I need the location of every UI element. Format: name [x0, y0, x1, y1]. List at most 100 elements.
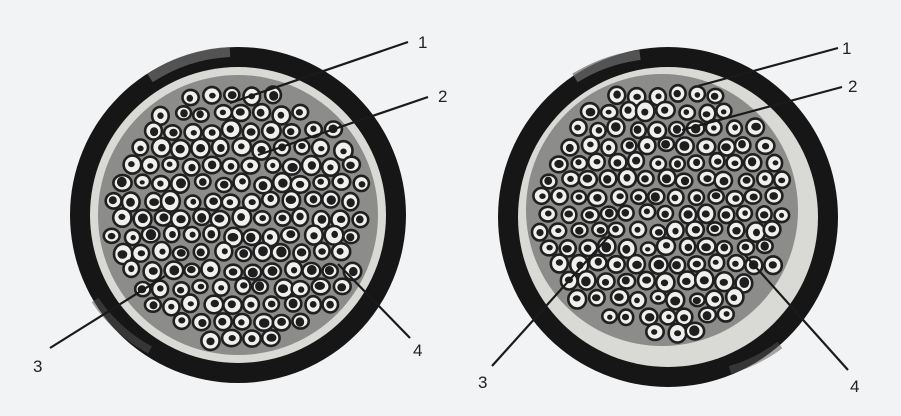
- cell-nucleus: [567, 176, 574, 182]
- label-3: 3: [478, 373, 487, 392]
- cell-nucleus: [356, 215, 364, 223]
- cell-nucleus: [190, 232, 196, 238]
- cell-nucleus: [613, 91, 621, 99]
- cell-nucleus: [228, 233, 239, 242]
- cell-nucleus: [188, 301, 194, 306]
- cell-nucleus: [168, 304, 174, 310]
- cell-nucleus: [318, 215, 327, 224]
- cell-nucleus: [720, 279, 728, 286]
- cell-nucleus: [269, 91, 278, 101]
- cell-nucleus: [131, 235, 136, 240]
- cell-nucleus: [661, 107, 668, 114]
- cell-nucleus: [248, 335, 255, 342]
- label-3: 3: [33, 357, 42, 376]
- cell-nucleus: [634, 194, 642, 200]
- cell-nucleus: [574, 125, 581, 131]
- cell-nucleus: [286, 195, 296, 204]
- cell-nucleus: [268, 301, 276, 308]
- cell-nucleus: [259, 181, 268, 190]
- cell-nucleus: [214, 215, 224, 223]
- cell-nucleus: [190, 199, 196, 205]
- cell-nucleus: [712, 192, 721, 199]
- cell-nucleus: [702, 210, 710, 217]
- cell-nucleus: [596, 127, 603, 134]
- cell-nucleus: [326, 301, 334, 309]
- cell-nucleus: [289, 299, 298, 309]
- cell-nucleus: [672, 228, 678, 235]
- cell-nucleus: [337, 178, 344, 184]
- cell-nucleus: [229, 335, 236, 341]
- cell-nucleus: [672, 261, 681, 269]
- cell-nucleus: [276, 247, 286, 258]
- cell-nucleus: [614, 293, 624, 301]
- cell-nucleus: [198, 319, 206, 327]
- cell-nucleus: [661, 280, 668, 287]
- cell-nucleus: [633, 94, 641, 100]
- cell-nucleus: [651, 192, 660, 202]
- cell-nucleus: [298, 286, 304, 292]
- cell-nucleus: [150, 301, 158, 309]
- cell-nucleus: [258, 246, 268, 256]
- cell-nucleus: [238, 143, 245, 149]
- cell-nucleus: [220, 110, 226, 116]
- cell-nucleus: [211, 300, 219, 308]
- cell-nucleus: [644, 209, 650, 215]
- cell-nucleus: [207, 230, 215, 238]
- cell-nucleus: [536, 229, 543, 236]
- cell-nucleus: [595, 258, 602, 266]
- cell-nucleus: [606, 110, 612, 115]
- cell-nucleus: [228, 91, 237, 99]
- cell-nucleus: [611, 122, 621, 131]
- cell-nucleus: [564, 211, 573, 218]
- cell-nucleus: [666, 314, 671, 319]
- cell-nucleus: [287, 163, 297, 172]
- cell-nucleus: [622, 245, 630, 254]
- cell-nucleus: [721, 143, 731, 151]
- cell-nucleus: [259, 215, 266, 221]
- cell-nucleus: [586, 108, 596, 117]
- cell-nucleus: [585, 211, 594, 219]
- cell-nucleus: [693, 159, 700, 166]
- cell-nucleus: [191, 130, 197, 136]
- cell-nucleus: [315, 282, 325, 290]
- cell-nucleus: [157, 181, 163, 187]
- cell-nucleus: [593, 194, 601, 202]
- cell-nucleus: [703, 311, 712, 320]
- cell-nucleus: [626, 141, 634, 149]
- cell-nucleus: [218, 285, 224, 290]
- cell-nucleus: [128, 161, 135, 167]
- cell-nucleus: [337, 248, 344, 255]
- cell-nucleus: [566, 144, 574, 152]
- cell-nucleus: [237, 213, 245, 221]
- cell-nucleus: [641, 109, 648, 116]
- cell-nucleus: [228, 163, 235, 170]
- cell-nucleus: [159, 213, 168, 222]
- cell-nucleus: [247, 128, 256, 136]
- cell-nucleus: [108, 233, 116, 239]
- cell-nucleus: [331, 231, 338, 238]
- cell-nucleus: [146, 229, 156, 240]
- cell-nucleus: [117, 177, 127, 187]
- cell-nucleus: [347, 198, 355, 207]
- cell-nucleus: [632, 261, 642, 269]
- cell-nucleus: [267, 195, 274, 202]
- cell-nucleus: [655, 229, 663, 236]
- cell-nucleus: [605, 209, 614, 218]
- cell-nucleus: [257, 109, 265, 117]
- cell-nucleus: [711, 93, 719, 100]
- label-4: 4: [413, 341, 422, 360]
- cell-nucleus: [674, 330, 681, 336]
- cell-nucleus: [157, 285, 164, 291]
- cell-nucleus: [278, 215, 286, 222]
- cell-nucleus: [738, 140, 746, 148]
- cell-nucleus: [337, 216, 345, 223]
- cell-nucleus: [199, 178, 207, 186]
- cell-nucleus: [180, 109, 188, 117]
- cell-nucleus: [663, 242, 670, 248]
- cell-nucleus: [176, 178, 186, 188]
- cell-nucleus: [587, 142, 594, 148]
- cell-nucleus: [642, 277, 651, 284]
- cell-nucleus: [157, 112, 163, 119]
- cell-nucleus: [359, 181, 366, 187]
